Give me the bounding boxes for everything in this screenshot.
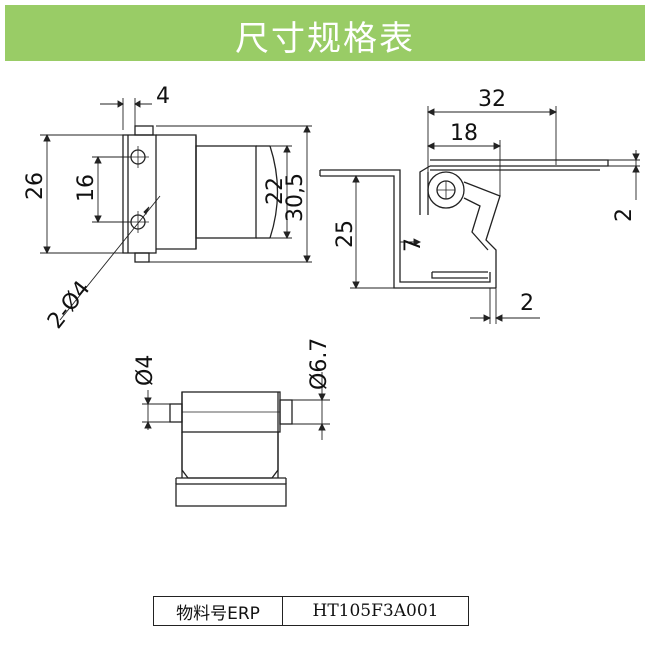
dim-top-offset: 4 (156, 84, 170, 109)
dim-gap-7: 7 (401, 238, 426, 252)
dim-pin-dia-6-7: Ø6.7 (307, 338, 332, 390)
dim-length-18: 18 (450, 121, 478, 146)
erp-table: 物料号ERP HT105F3A001 (153, 596, 469, 626)
front-view (122, 125, 279, 263)
erp-label: 物料号ERP (154, 597, 283, 625)
dim-thickness-2-right: 2 (612, 208, 637, 222)
dim-holes-2-phi-4: 2-Ø4 (43, 276, 95, 333)
dim-thickness-2-bottom: 2 (520, 291, 534, 316)
header-banner: 尺寸规格表 (5, 5, 645, 61)
dim-height-30-5: 30,5 (283, 173, 308, 222)
dim-pin-dia-4: Ø4 (133, 355, 158, 386)
erp-value: HT105F3A001 (312, 601, 439, 621)
dim-height-25: 25 (333, 220, 358, 248)
dim-hole-spacing-16: 16 (74, 174, 99, 202)
dim-height-22: 22 (263, 177, 288, 205)
bottom-view-dimensions (142, 372, 330, 440)
dim-height-26: 26 (23, 172, 48, 200)
side-view (319, 159, 609, 289)
side-view-dimensions (350, 106, 640, 324)
bottom-view (169, 391, 293, 507)
front-view-dimensions (40, 98, 312, 321)
page-title: 尺寸规格表 (235, 19, 415, 59)
dim-length-32: 32 (478, 87, 506, 112)
